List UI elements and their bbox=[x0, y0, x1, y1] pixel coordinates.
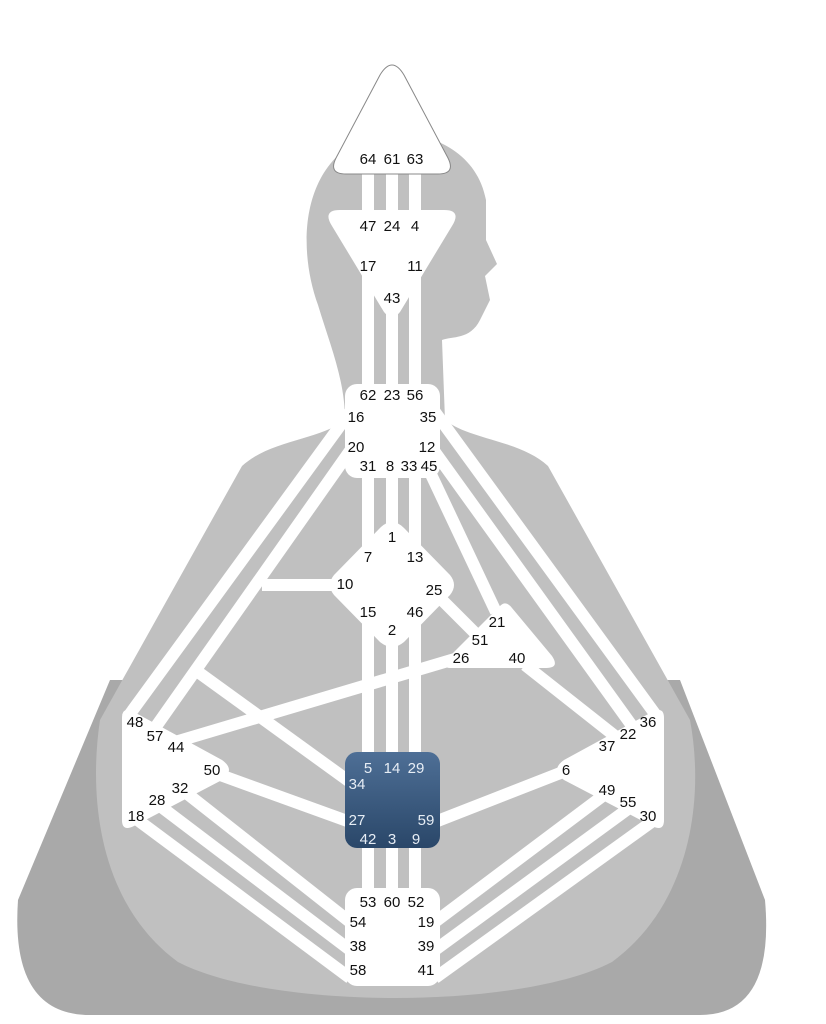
gate-label-40: 40 bbox=[509, 650, 526, 667]
gate-label-5: 5 bbox=[364, 760, 372, 777]
gate-label-53: 53 bbox=[360, 894, 377, 911]
gate-label-19: 19 bbox=[418, 914, 435, 931]
channel-35-36 bbox=[430, 408, 663, 722]
gate-label-39: 39 bbox=[418, 938, 435, 955]
gate-label-50: 50 bbox=[204, 762, 221, 779]
channel-45-21 bbox=[422, 465, 502, 615]
gate-label-49: 49 bbox=[599, 782, 616, 799]
channel-12-22 bbox=[427, 444, 640, 734]
gate-label-59: 59 bbox=[418, 812, 435, 829]
gate-label-62: 62 bbox=[360, 387, 377, 404]
gate-label-24: 24 bbox=[384, 218, 401, 235]
channel-32-54 bbox=[181, 787, 354, 927]
gate-label-54: 54 bbox=[350, 914, 367, 931]
channel-50-27 bbox=[209, 766, 353, 828]
gate-label-46: 46 bbox=[407, 604, 424, 621]
gate-label-27: 27 bbox=[349, 812, 366, 829]
gate-label-32: 32 bbox=[172, 780, 189, 797]
gate-label-12: 12 bbox=[419, 439, 436, 456]
gate-label-48: 48 bbox=[127, 714, 144, 731]
gate-label-31: 31 bbox=[360, 458, 377, 475]
channel-19-49 bbox=[431, 787, 612, 927]
gate-label-35: 35 bbox=[420, 409, 437, 426]
gate-label-45: 45 bbox=[421, 458, 438, 475]
gate-label-63: 63 bbox=[407, 151, 424, 168]
gate-label-22: 22 bbox=[620, 726, 637, 743]
gate-label-58: 58 bbox=[350, 962, 367, 979]
centers bbox=[122, 64, 664, 986]
root-center[interactable] bbox=[345, 888, 440, 986]
gate-label-41: 41 bbox=[418, 962, 435, 979]
gate-label-60: 60 bbox=[384, 894, 401, 911]
gate-label-16: 16 bbox=[348, 409, 365, 426]
gate-label-17: 17 bbox=[360, 258, 377, 275]
gate-label-7: 7 bbox=[364, 549, 372, 566]
gate-label-28: 28 bbox=[149, 792, 166, 809]
throat-center[interactable] bbox=[345, 384, 440, 478]
gate-label-42: 42 bbox=[360, 831, 377, 848]
channel-10-34 bbox=[194, 667, 354, 787]
gate-label-61: 61 bbox=[384, 151, 401, 168]
gate-label-36: 36 bbox=[640, 714, 657, 731]
channel-18-58 bbox=[131, 813, 354, 983]
gate-label-13: 13 bbox=[407, 549, 424, 566]
gate-label-52: 52 bbox=[408, 894, 425, 911]
gate-label-18: 18 bbox=[128, 808, 145, 825]
channel-6-59 bbox=[432, 764, 571, 828]
solar-plexus-center[interactable] bbox=[557, 710, 664, 828]
gate-label-43: 43 bbox=[384, 290, 401, 307]
sacral-center[interactable] bbox=[345, 752, 440, 848]
gate-label-20: 20 bbox=[348, 439, 365, 456]
gate-label-51: 51 bbox=[472, 632, 489, 649]
gate-label-6: 6 bbox=[562, 762, 570, 779]
gate-label-3: 3 bbox=[388, 831, 396, 848]
channels bbox=[122, 170, 663, 983]
channel-41-30 bbox=[431, 813, 661, 983]
gate-label-26: 26 bbox=[453, 650, 470, 667]
head-center[interactable] bbox=[333, 64, 451, 175]
gate-label-14: 14 bbox=[384, 760, 401, 777]
gate-label-10: 10 bbox=[337, 576, 354, 593]
gate-label-38: 38 bbox=[350, 938, 367, 955]
ajna-center[interactable] bbox=[328, 210, 456, 317]
gate-label-4: 4 bbox=[411, 218, 419, 235]
channel-25-51 bbox=[435, 593, 483, 641]
gate-label-25: 25 bbox=[426, 582, 443, 599]
ego-center[interactable] bbox=[443, 603, 555, 668]
gate-label-2: 2 bbox=[388, 622, 396, 639]
spleen-center[interactable] bbox=[122, 710, 229, 828]
channel-39-55 bbox=[431, 801, 636, 955]
gate-label-23: 23 bbox=[384, 387, 401, 404]
gate-label-8: 8 bbox=[386, 458, 394, 475]
gate-label-47: 47 bbox=[360, 218, 377, 235]
gate-label-56: 56 bbox=[407, 387, 424, 404]
gate-label-34: 34 bbox=[349, 776, 366, 793]
gate-label-44: 44 bbox=[168, 739, 185, 756]
gate-label-57: 57 bbox=[147, 728, 164, 745]
gate-label-9: 9 bbox=[412, 831, 420, 848]
gate-label-21: 21 bbox=[489, 614, 506, 631]
gate-label-29: 29 bbox=[408, 760, 425, 777]
channel-40-37 bbox=[521, 660, 624, 745]
gate-label-15: 15 bbox=[360, 604, 377, 621]
gate-label-11: 11 bbox=[407, 258, 423, 275]
g-center[interactable] bbox=[330, 522, 454, 647]
gate-label-64: 64 bbox=[360, 151, 377, 168]
channel-20-57 bbox=[145, 444, 357, 739]
gate-label-55: 55 bbox=[620, 794, 637, 811]
gate-label-33: 33 bbox=[401, 458, 418, 475]
gate-label-30: 30 bbox=[640, 808, 657, 825]
channel-28-38 bbox=[156, 801, 354, 955]
gate-label-1: 1 bbox=[388, 529, 396, 546]
gate-label-37: 37 bbox=[599, 738, 616, 755]
channel-16-48 bbox=[122, 408, 355, 722]
channel-26-44 bbox=[163, 652, 460, 751]
